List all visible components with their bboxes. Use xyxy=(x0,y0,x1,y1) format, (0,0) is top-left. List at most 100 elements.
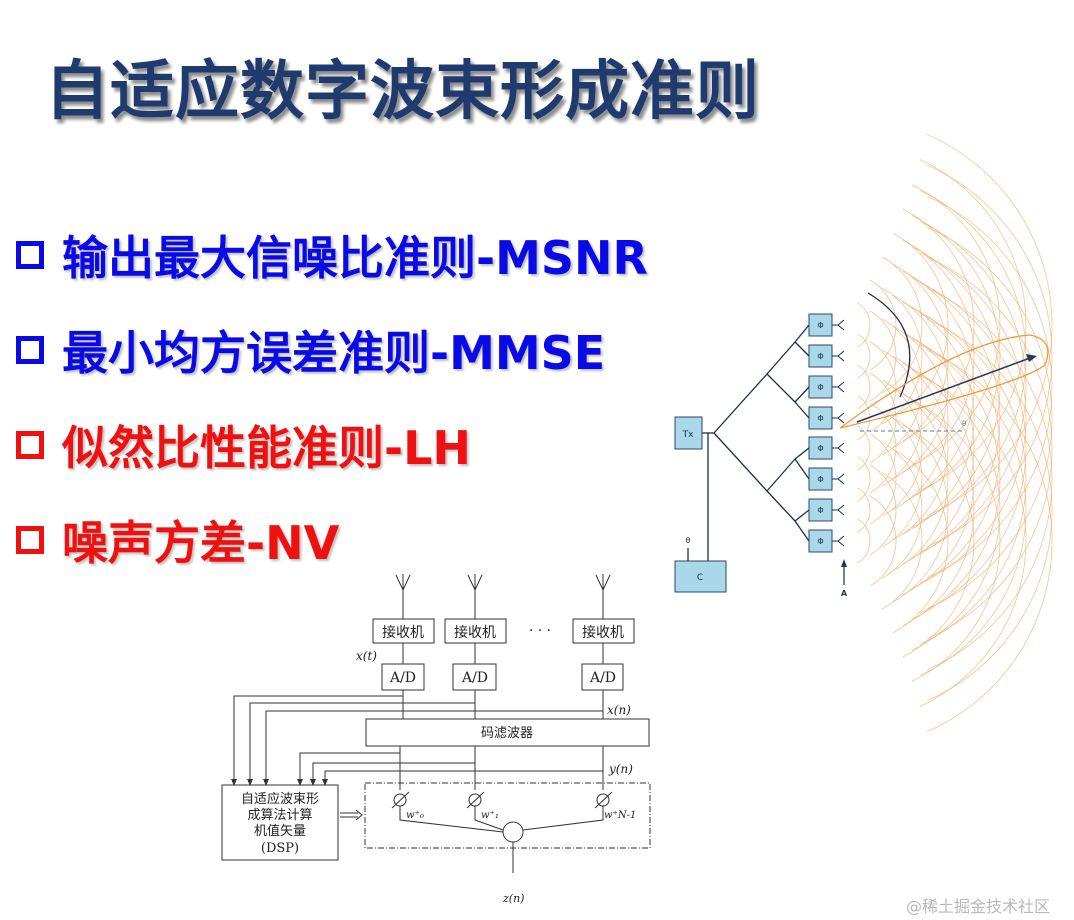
wavefront-arc xyxy=(926,256,1053,640)
filter-label: 码滤波器 xyxy=(481,726,533,741)
dsp-label: 成算法计算 xyxy=(247,808,312,823)
wavefront-arc xyxy=(926,133,1053,517)
weight-label: w⁺N-1 xyxy=(604,810,636,821)
wavefront-arc xyxy=(857,518,871,564)
filter-box xyxy=(365,718,650,747)
antenna-element-icon xyxy=(832,381,845,393)
wavefront-arc xyxy=(919,159,1027,491)
wavefront-arc xyxy=(881,287,923,425)
wavefront-arc xyxy=(902,331,975,565)
square-bullet-icon xyxy=(16,431,44,459)
phase-shifter-label: Φ xyxy=(817,414,823,423)
wavefront-arc xyxy=(902,239,975,473)
weight-label: w⁺₁ xyxy=(481,810,499,821)
wavefront-arc xyxy=(911,246,1001,528)
wavefront-arc xyxy=(926,195,1053,579)
wavefront-arc xyxy=(857,333,871,379)
bullet-text: 噪声方差-NV xyxy=(62,516,340,570)
wavefront-arc xyxy=(892,263,949,449)
dsp-label: (DSP) xyxy=(261,841,299,856)
antenna-element-icon xyxy=(832,504,845,516)
wavefront-arc xyxy=(926,164,1053,548)
xt-label: x(t) xyxy=(356,649,377,663)
wavefront-arc xyxy=(911,338,1001,620)
antenna-element-icon xyxy=(832,319,845,331)
wavefront-arc xyxy=(902,208,975,442)
antenna-element-icon xyxy=(832,350,845,362)
wavefront-arc xyxy=(926,226,1053,610)
square-bullet-icon xyxy=(16,526,44,554)
watermark: @稀土掘金技术社区 xyxy=(906,897,1051,916)
wavefront-arc xyxy=(911,277,1001,559)
wavefront-arc xyxy=(926,349,1053,733)
ellipsis: · · · xyxy=(529,623,551,639)
dsp-label: 自适应波束形 xyxy=(241,791,319,807)
bullet-text: 最小均方误差准则-MMSE xyxy=(62,326,606,380)
antenna-element-icon xyxy=(832,412,845,424)
phase-shifter-label: Φ xyxy=(817,383,823,392)
weight-label: w⁺₀ xyxy=(406,810,424,821)
wavefront-arc xyxy=(870,495,897,587)
phase-shifter-label: Φ xyxy=(817,444,823,453)
antenna-element-icon xyxy=(832,535,845,547)
wavefront-arc xyxy=(919,252,1027,584)
wavefront-arc xyxy=(902,362,975,596)
dsp-box xyxy=(221,784,339,861)
wavefront-arc xyxy=(881,472,923,610)
wavefront-arc xyxy=(870,433,897,525)
wavefront-arc xyxy=(892,417,949,603)
wavefront-arc xyxy=(911,400,1001,682)
beam-angle-label: θ xyxy=(962,420,966,428)
wavefront-arc xyxy=(881,441,923,579)
tx-box xyxy=(674,416,703,450)
array-label: A xyxy=(841,589,848,598)
beam-direction-arrow xyxy=(856,357,1031,423)
adc-label: A/D xyxy=(461,670,488,686)
wavefront-arc xyxy=(870,310,897,402)
output-label: z(n) xyxy=(502,892,524,905)
wavefront-arc xyxy=(857,302,871,348)
bullet-lh: 似然比性能准则-LH xyxy=(16,412,471,478)
square-bullet-icon xyxy=(16,241,44,269)
antenna-icon xyxy=(395,574,411,619)
bullet-mmse: 最小均方误差准则-MMSE xyxy=(16,317,605,383)
yn-label: y(n) xyxy=(608,762,633,776)
wavefront-arc xyxy=(881,410,923,548)
slide-title: 自适应数字波束形成准则 xyxy=(45,55,760,129)
bullet-nv: 噪声方差-NV xyxy=(16,507,339,573)
square-bullet-icon xyxy=(16,336,44,364)
wavefront-arc xyxy=(902,270,975,504)
wavefront-arc xyxy=(881,318,923,456)
summation-node xyxy=(502,821,524,843)
tx-label: Tx xyxy=(682,430,694,440)
bullet-text: 似然比性能准则-LH xyxy=(62,421,471,475)
wavefront-arc xyxy=(870,402,897,494)
wavefront-arc xyxy=(881,256,923,394)
wavefront-arc xyxy=(919,190,1027,522)
wavefront-arc xyxy=(857,487,871,533)
wavefront-arc xyxy=(892,294,949,480)
wavefront-arc xyxy=(881,379,923,517)
bullet-text: 输出最大信噪比准则-MSNR xyxy=(62,231,648,285)
antenna-icon xyxy=(467,574,483,619)
dsp-label: 机值矢量 xyxy=(254,823,306,839)
phase-shifter-label: Φ xyxy=(817,537,823,546)
wavefront-arc xyxy=(919,375,1027,707)
xn-label: x(n) xyxy=(607,703,631,717)
phase-shifter-label: Φ xyxy=(817,352,823,361)
phase-shifter-label: Φ xyxy=(817,475,823,484)
arrowhead-icon xyxy=(841,559,847,567)
wavefront-arc xyxy=(902,393,975,627)
antenna-element-icon xyxy=(832,442,845,454)
arrowheads xyxy=(231,779,328,786)
wavefront-arc xyxy=(857,364,871,410)
phase-shifter-label: Φ xyxy=(817,506,823,515)
wavefront-arc xyxy=(881,349,923,487)
controller-label: C xyxy=(697,573,703,583)
wavefront-arc xyxy=(892,325,949,511)
arrowhead-icon xyxy=(1026,354,1037,362)
controller-box xyxy=(674,560,727,593)
